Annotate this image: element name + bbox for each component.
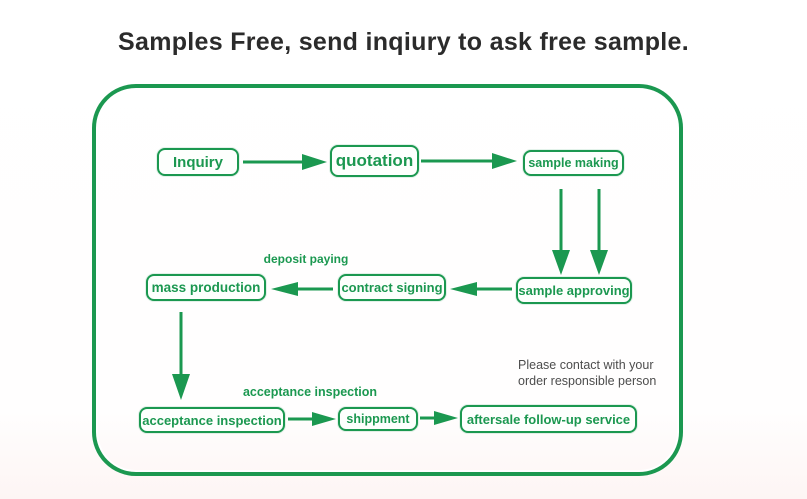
node-acceptance-inspection: acceptance inspection: [139, 407, 285, 433]
node-quotation: quotation: [330, 145, 419, 177]
node-shippment: shippment: [338, 407, 418, 431]
edge-label-deposit-paying: deposit paying: [263, 252, 349, 266]
contact-note: Please contact with your order responsib…: [518, 358, 657, 388]
node-contract-signing: contract signing: [338, 274, 446, 301]
flow-frame: [92, 84, 683, 476]
node-aftersale-follow-up-service: aftersale follow-up service: [460, 405, 637, 433]
node-sample-making: sample making: [523, 150, 624, 176]
node-inquiry: Inquiry: [157, 148, 239, 176]
node-mass-production: mass production: [146, 274, 266, 301]
page-title: Samples Free, send inqiury to ask free s…: [118, 28, 689, 56]
node-sample-approving: sample approving: [516, 277, 632, 304]
edge-label-acceptance-inspection: acceptance inspection: [242, 385, 378, 399]
